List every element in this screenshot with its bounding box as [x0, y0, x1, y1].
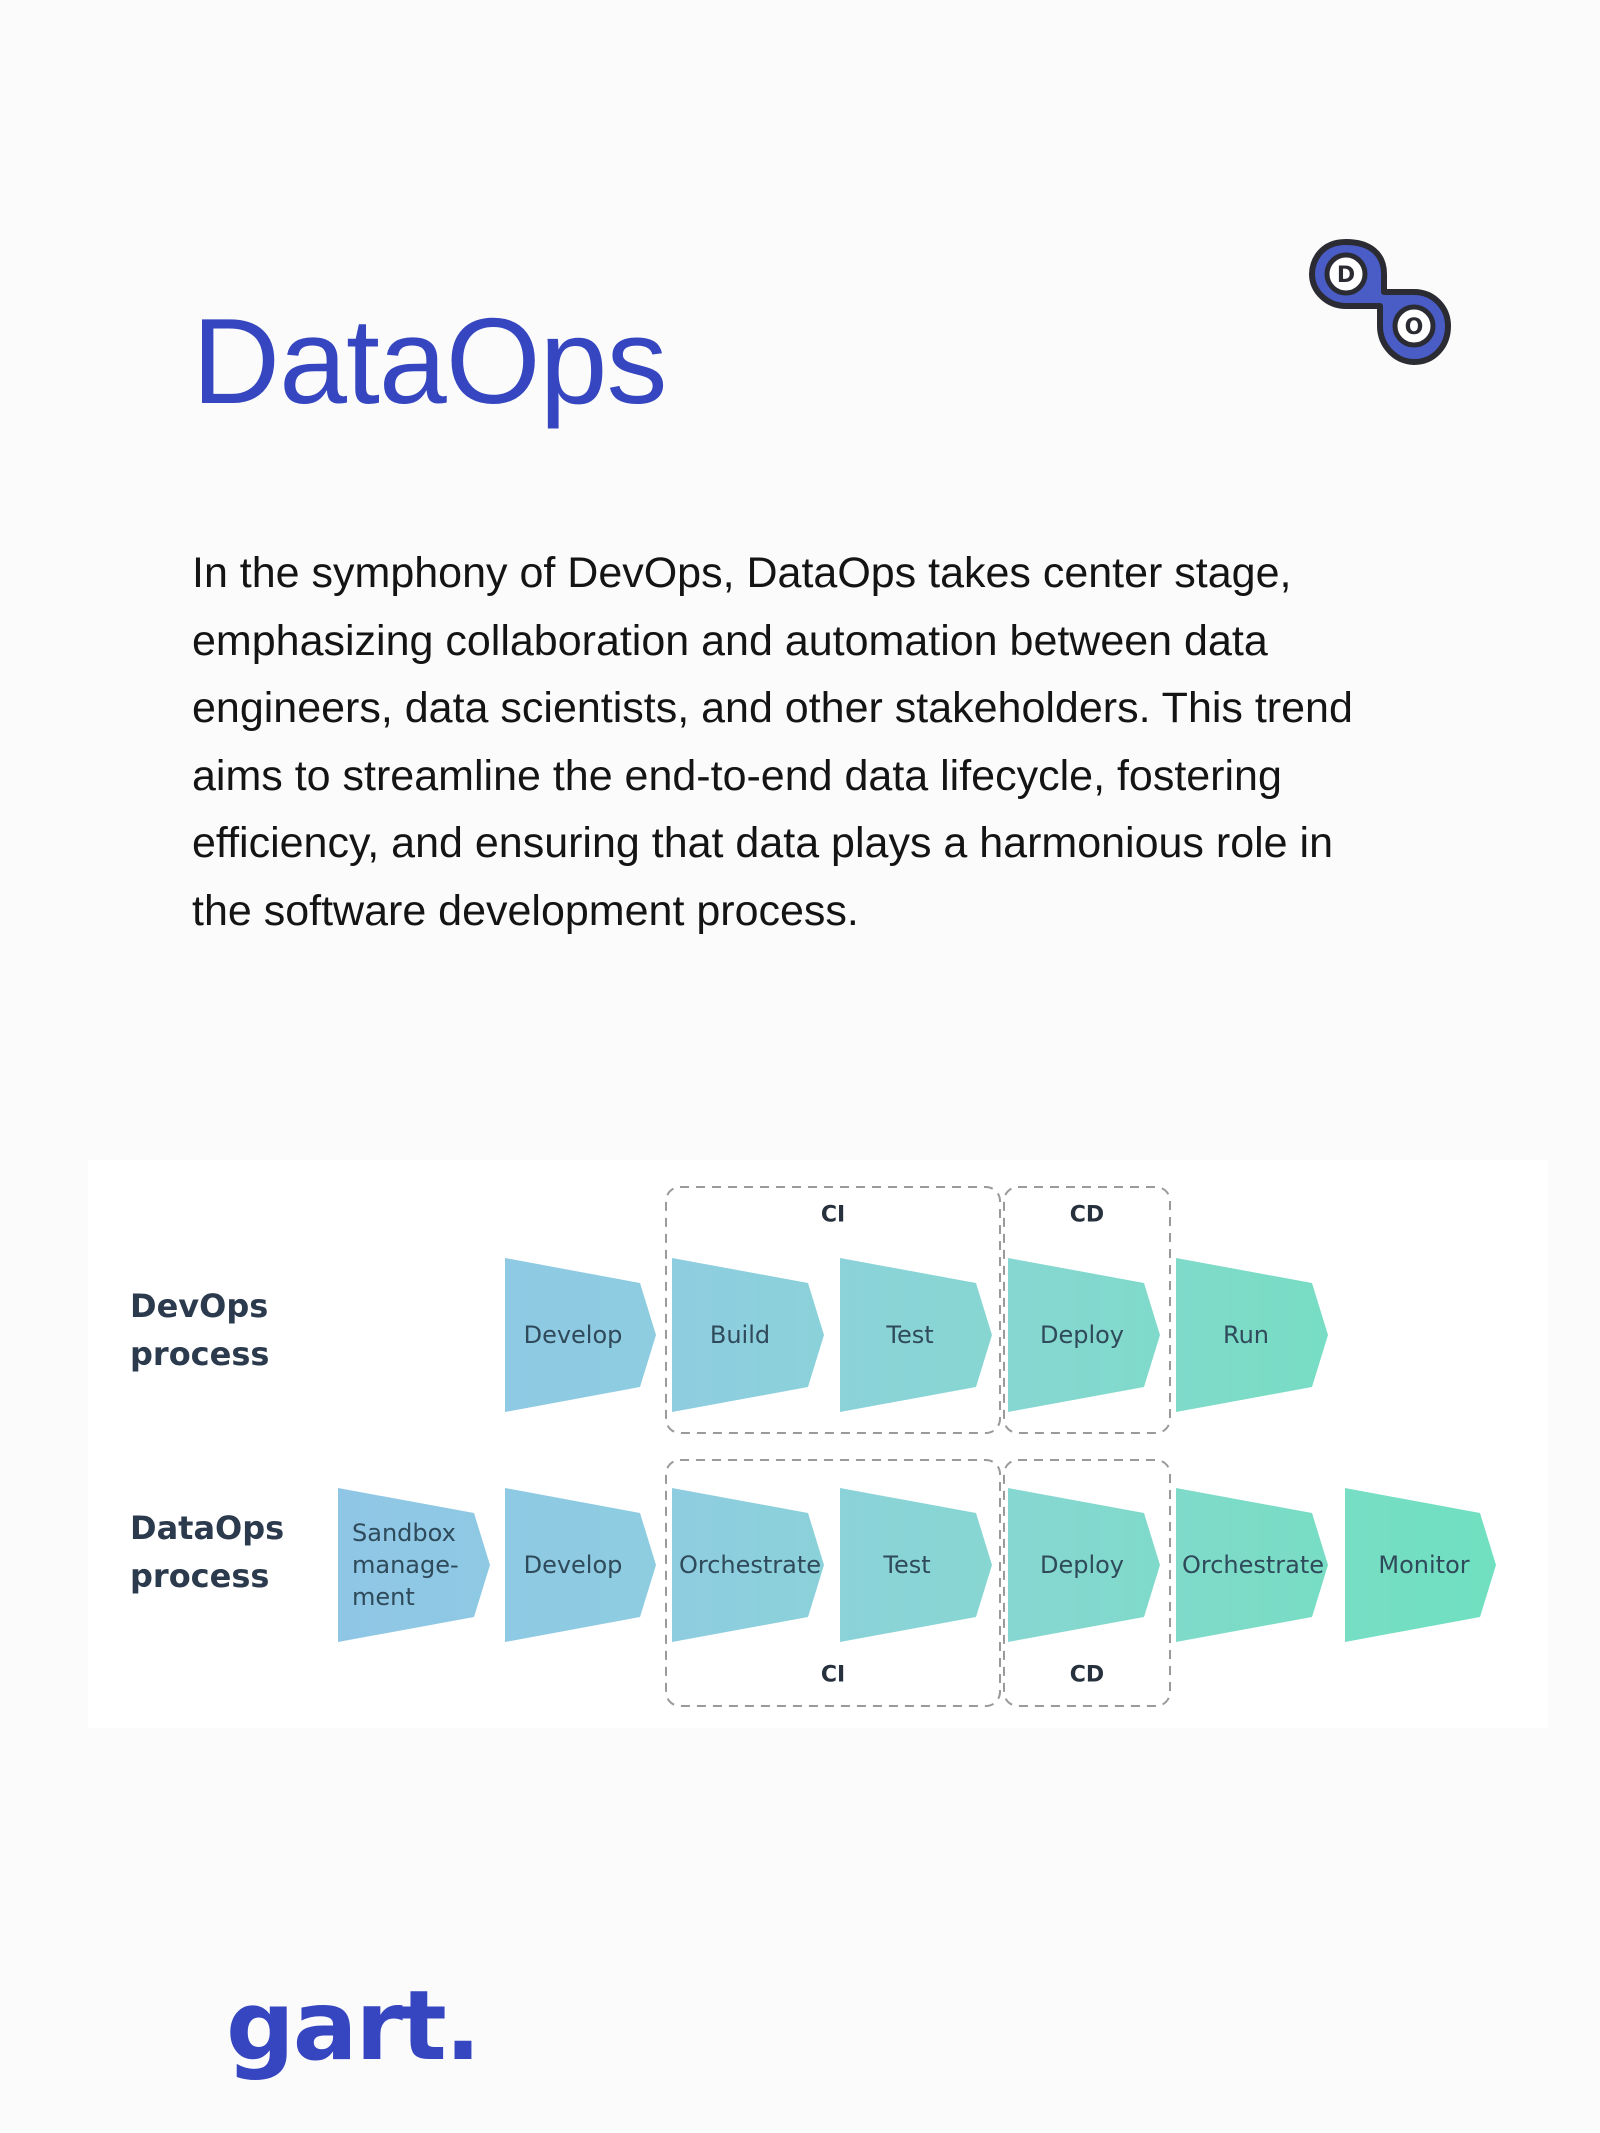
- stage-orchestrate: Orchestrate: [1181, 1551, 1325, 1579]
- stage-deploy: Deploy: [1039, 1321, 1125, 1349]
- ci-label: CI: [820, 1202, 846, 1228]
- svg-text:O: O: [1405, 315, 1424, 340]
- intro-line: engineers, data scientists, and other st…: [192, 684, 1353, 732]
- cd-label: CD: [1069, 1202, 1105, 1228]
- stage-run: Run: [1222, 1321, 1270, 1349]
- stage-develop: Develop: [523, 1551, 623, 1579]
- stage-build: Build: [709, 1321, 771, 1349]
- ci-label: CI: [820, 1662, 846, 1688]
- stage-deploy: Deploy: [1039, 1551, 1125, 1579]
- stage-sandbox-management: Sandbox manage- ment: [352, 1519, 459, 1611]
- gart-logo: gart.: [226, 1970, 481, 2082]
- intro-paragraph: In the symphony of DevOps, DataOps takes…: [192, 540, 1492, 945]
- stage-test: Test: [886, 1321, 934, 1349]
- intro-line: emphasizing collaboration and automation…: [192, 616, 1268, 665]
- cd-label: CD: [1069, 1662, 1105, 1688]
- svg-text:D: D: [1337, 263, 1355, 288]
- intro-line: the software development process.: [192, 886, 859, 935]
- dataops-process-label: DataOps process: [130, 1509, 285, 1595]
- stage-monitor: Monitor: [1378, 1551, 1470, 1579]
- devops-infinity-icon: D O: [1309, 239, 1451, 365]
- process-diagram: [88, 1160, 1548, 1728]
- page-title: DataOps: [192, 293, 667, 429]
- stage-develop: Develop: [523, 1321, 623, 1349]
- stage-test: Test: [883, 1551, 931, 1579]
- devops-process-label: DevOps process: [130, 1287, 270, 1373]
- stage-orchestrate: Orchestrate: [678, 1551, 822, 1579]
- intro-line: efficiency, and ensuring that data plays…: [192, 819, 1333, 867]
- intro-line: In the symphony of DevOps, DataOps takes…: [192, 549, 1292, 597]
- intro-line: aims to streamline the end-to-end data l…: [192, 751, 1282, 800]
